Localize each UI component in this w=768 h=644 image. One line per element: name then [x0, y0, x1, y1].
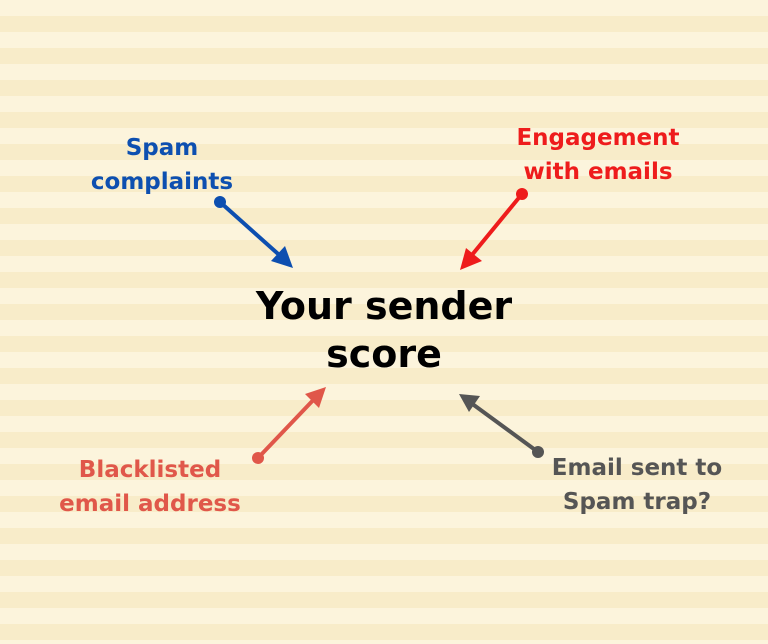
factor-spam-trap: Email sent to Spam trap?	[532, 451, 742, 519]
arrow-spam-trap	[459, 394, 544, 458]
sender-score-line2: score	[326, 332, 442, 376]
factor-blacklisted: Blacklisted email address	[40, 453, 260, 521]
factor-spam-complaints: Spam complaints	[62, 131, 262, 199]
factor-blacklisted-line2: email address	[59, 491, 241, 517]
sender-score-title: Your sender score	[204, 282, 564, 378]
factor-spam-trap-line2: Spam trap?	[562, 489, 712, 515]
arrow-engagement	[460, 188, 528, 270]
arrow-spam-complaints	[214, 196, 293, 268]
factor-engagement-line2: with emails	[523, 159, 673, 185]
factor-engagement: Engagement with emails	[498, 121, 698, 189]
factor-spam-complaints-line2: complaints	[90, 169, 234, 195]
factor-engagement-line1: Engagement	[516, 125, 680, 151]
arrow-blacklisted	[252, 387, 326, 464]
factor-spam-trap-line1: Email sent to	[551, 455, 723, 481]
factor-spam-complaints-line1: Spam	[125, 135, 199, 161]
factor-blacklisted-line1: Blacklisted	[78, 457, 222, 483]
sender-score-line1: Your sender	[255, 284, 513, 328]
